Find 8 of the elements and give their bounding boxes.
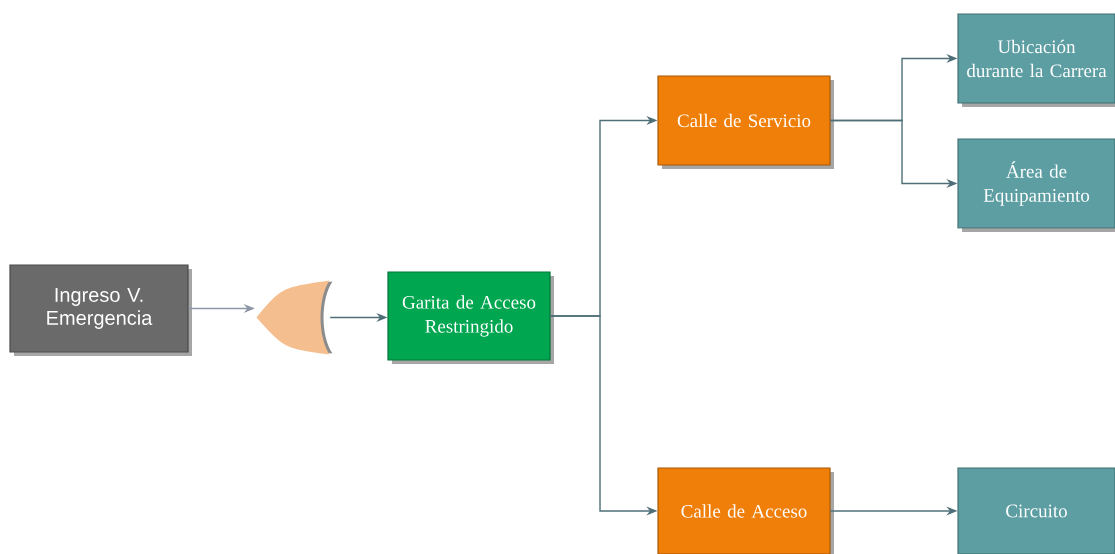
process-box: Ingreso V. Emergencia bbox=[9, 264, 192, 356]
process-box: Garita de Acceso Restringido bbox=[387, 271, 554, 364]
process-box: Área de Equipamiento bbox=[957, 138, 1115, 232]
process-box: Ubicación durante la Carrera bbox=[957, 13, 1115, 107]
process-box: Calle de Servicio bbox=[657, 75, 834, 169]
gate-symbol bbox=[256, 280, 333, 355]
process-box: Circuito bbox=[957, 467, 1115, 554]
process-box: Calle de Acceso bbox=[657, 467, 834, 554]
